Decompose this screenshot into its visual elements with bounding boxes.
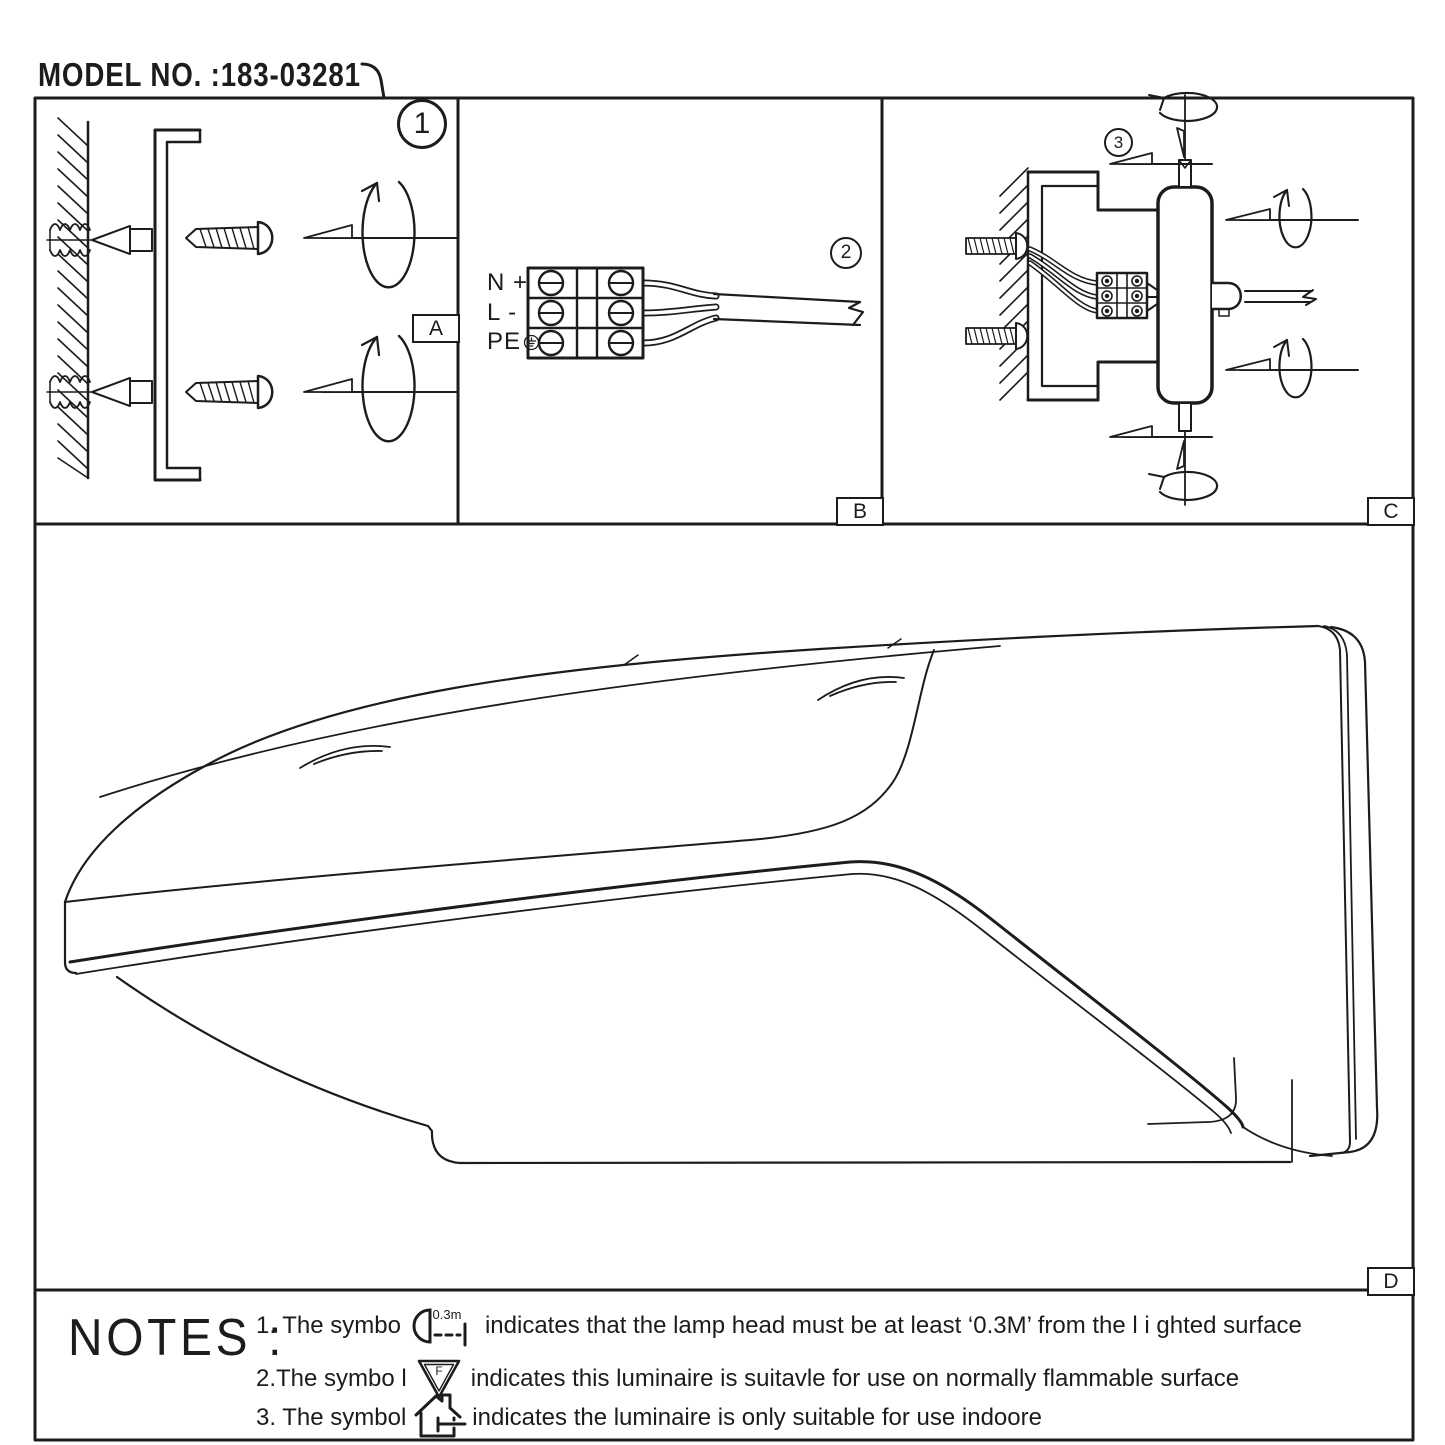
flammable-f-triangle-icon: F [417,1359,461,1399]
screw [185,374,274,410]
indoor-use-house-icon [414,1393,467,1438]
step-badge-1: 1 [397,99,447,149]
min-distance-icon: 0.3m [412,1307,467,1347]
rotation-arrow [303,334,458,443]
note-text: indicates the luminaire is only suitable… [472,1404,1042,1431]
panel-label-a: A [412,314,460,343]
terminal-label-earth: PE [487,328,540,356]
mounting-bracket [153,128,202,482]
rotation-arrow [303,180,458,289]
panel-label-b: B [836,497,884,526]
terminal-block [526,266,645,360]
panel-c-drawing [965,91,1359,506]
note-line-3: 3. The symbol indicates the luminaire is… [256,1393,1042,1442]
screw [965,322,1029,350]
borders [33,62,1415,1442]
model-number: MODEL NO. :183-03281 [38,56,361,93]
f-letter: F [435,1364,442,1378]
rotation-arrow [1109,91,1219,165]
note-text: 3. The symbol [256,1404,407,1431]
plug-and-cable [1210,281,1317,317]
luminaire-body-profile [1156,185,1214,405]
wires [1027,246,1100,314]
note-line-1: 1. The symbo 0.3m indicates that the lam… [256,1302,1302,1350]
terminal-label-live: L - [487,299,517,327]
note-text: indicates that the lamp head must be at … [484,1312,1302,1339]
note-text: 1. The symbo [256,1312,401,1339]
panel-a-drawing [46,117,458,482]
hood-vents [299,638,905,769]
terminal-label-text: PE [487,328,522,355]
step-badge-2: 2 [830,237,862,269]
note-text: 2.The symbo l [256,1365,407,1392]
panel-label-c: C [1367,497,1415,526]
wall-anchor [46,375,153,409]
wires [639,279,720,347]
rotation-arrow [1109,425,1219,502]
earth-icon [523,334,540,350]
note-line-2: 2.The symbo l F indicates this luminaire… [256,1355,1239,1403]
note-text: indicates this luminaire is suitavle for… [470,1365,1240,1392]
terminal-label-neutral: N + [487,269,528,297]
luminaire-drawing [63,624,1379,1165]
panel-b-drawing [526,266,865,360]
wall-anchor [46,223,153,257]
rotation-arrow [1225,337,1359,399]
panel-label-d: D [1367,1267,1415,1296]
notes-heading: NOTES : [68,1309,286,1367]
screw [185,220,274,256]
step-badge-3: 3 [1104,128,1133,157]
min-distance-value: 0.3m [433,1307,462,1322]
mounted-bracket [1026,170,1160,402]
terminal-label-text: L - [487,299,518,326]
rotation-arrow [1225,187,1359,249]
screw [965,232,1029,260]
mains-cable [712,292,865,327]
terminal-label-text: N + [487,269,529,296]
terminal-block [1095,271,1164,320]
